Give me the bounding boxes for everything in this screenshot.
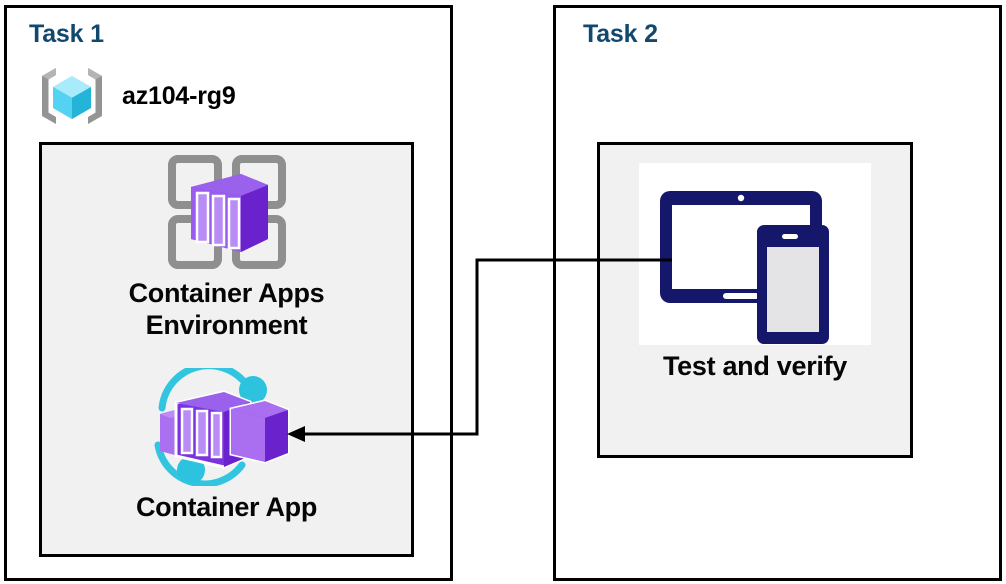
resource-group-icon — [42, 68, 102, 124]
node-label-line-1: Container App — [135, 492, 318, 522]
node-container-apps-environment: Container Apps Environment — [39, 152, 414, 342]
node-label-test-and-verify: Test and verify — [597, 351, 913, 383]
test-and-verify-devices-icon — [660, 191, 829, 344]
node-label-line-1: Test and verify — [662, 351, 848, 381]
node-label-container-apps-environment: Container Apps Environment — [39, 278, 414, 342]
node-label-line-1: Container Apps — [128, 278, 325, 308]
test-icon-tile — [639, 163, 871, 345]
node-test-and-verify: Test and verify — [597, 163, 913, 383]
task-2-title: Task 2 — [583, 20, 658, 48]
resource-group-row: az104-rg9 — [36, 60, 236, 132]
resource-group-label: az104-rg9 — [122, 81, 236, 110]
container-app-icon — [154, 368, 289, 486]
node-container-app: Container App — [39, 368, 414, 524]
node-label-line-2: Environment — [145, 309, 308, 340]
node-label-container-app: Container App — [39, 492, 414, 524]
task-1-title: Task 1 — [29, 20, 104, 48]
container-apps-environment-icon — [167, 155, 286, 269]
